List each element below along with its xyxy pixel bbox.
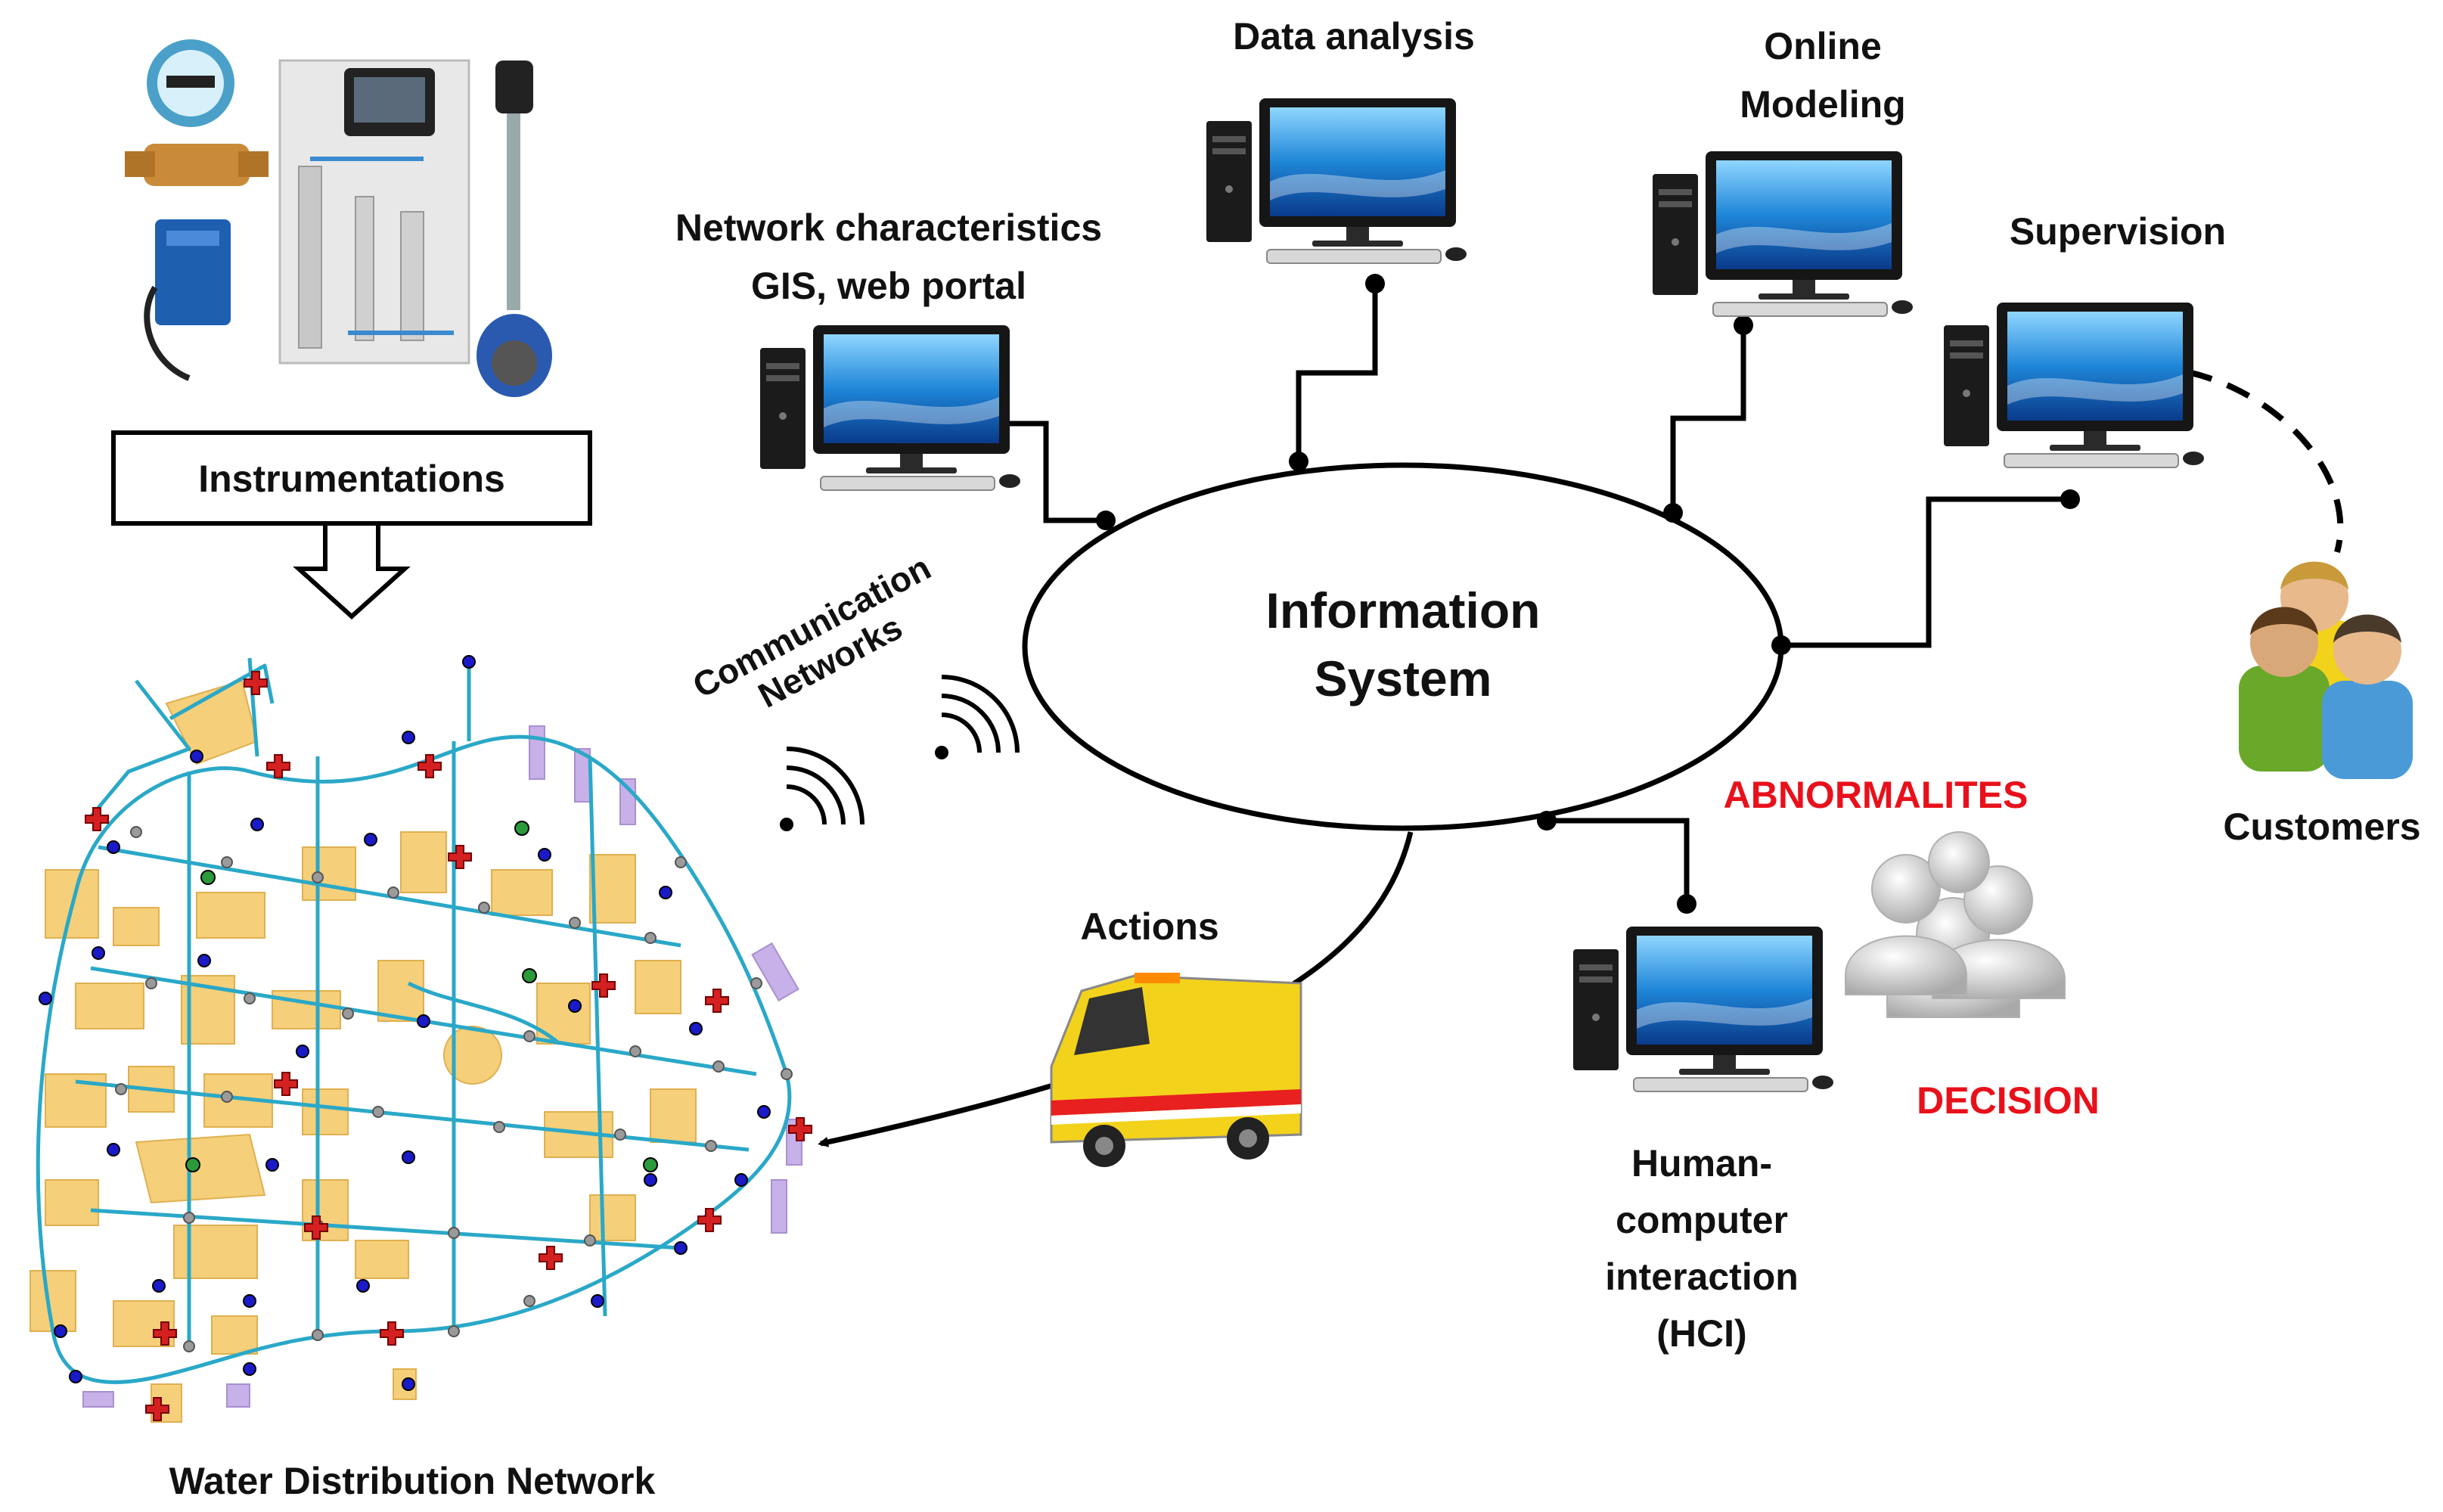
hci-label-2: computer bbox=[1616, 1199, 1788, 1241]
sensor-nodes bbox=[185, 821, 658, 1172]
communication-networks-label: Communication Networks bbox=[686, 548, 936, 716]
valve-sensor-icon bbox=[476, 61, 552, 397]
instrumentations-label: Instrumentations bbox=[198, 458, 505, 500]
decision-label: DECISION bbox=[1917, 1079, 2100, 1122]
decision-group-icon bbox=[1845, 831, 2066, 1018]
desktop-computer-icon bbox=[759, 324, 1021, 491]
instrumentations-box: Instrumentations bbox=[111, 430, 592, 526]
network-characteristics-label-1: Network characteristics bbox=[675, 206, 1102, 249]
hci-label-4: (HCI) bbox=[1656, 1312, 1746, 1355]
water-network-map bbox=[29, 655, 812, 1423]
junction-nodes bbox=[115, 826, 793, 1352]
data-analysis-label: Data analysis bbox=[1233, 15, 1475, 57]
customers-label: Customers bbox=[2223, 806, 2420, 848]
supervision-label: Supervision bbox=[2010, 210, 2226, 253]
wireless-signal-icon bbox=[780, 747, 865, 831]
abnormalities-label: ABNORMALITES bbox=[1724, 774, 2029, 816]
hci-label-3: interaction bbox=[1605, 1256, 1799, 1298]
online-modeling-label-1: Online bbox=[1764, 25, 1882, 67]
desktop-computer-icon bbox=[1206, 98, 1467, 264]
service-van-icon bbox=[1050, 973, 1302, 1167]
information-system-label-2: System bbox=[1315, 650, 1492, 706]
analyzer-panel-icon bbox=[278, 59, 470, 365]
data-logger-icon bbox=[144, 219, 231, 381]
water-network-label: Water Distribution Network bbox=[169, 1460, 656, 1502]
pipes bbox=[36, 657, 792, 1384]
desktop-computer-icon bbox=[1652, 151, 1914, 317]
valve-nodes bbox=[39, 655, 771, 1391]
connector-lines bbox=[991, 284, 2070, 904]
wireless-signal-icon bbox=[935, 675, 1020, 759]
hci-label-1: Human- bbox=[1631, 1142, 1772, 1184]
buildings bbox=[29, 679, 697, 1423]
desktop-computer-icon bbox=[1572, 926, 1834, 1092]
information-system-label-1: Information bbox=[1266, 582, 1541, 638]
network-characteristics-label-2: GIS, web portal bbox=[751, 265, 1026, 307]
desktop-computer-icon bbox=[1943, 302, 2205, 468]
water-meter-icon bbox=[125, 39, 269, 186]
instruments-photo bbox=[125, 39, 552, 397]
actions-label: Actions bbox=[1080, 905, 1218, 948]
online-modeling-label-2: Modeling bbox=[1740, 83, 1905, 126]
hydrant-nodes bbox=[85, 671, 812, 1421]
down-arrow bbox=[293, 521, 411, 620]
connector-dots bbox=[981, 274, 2080, 914]
customers-group-icon bbox=[2239, 561, 2413, 779]
